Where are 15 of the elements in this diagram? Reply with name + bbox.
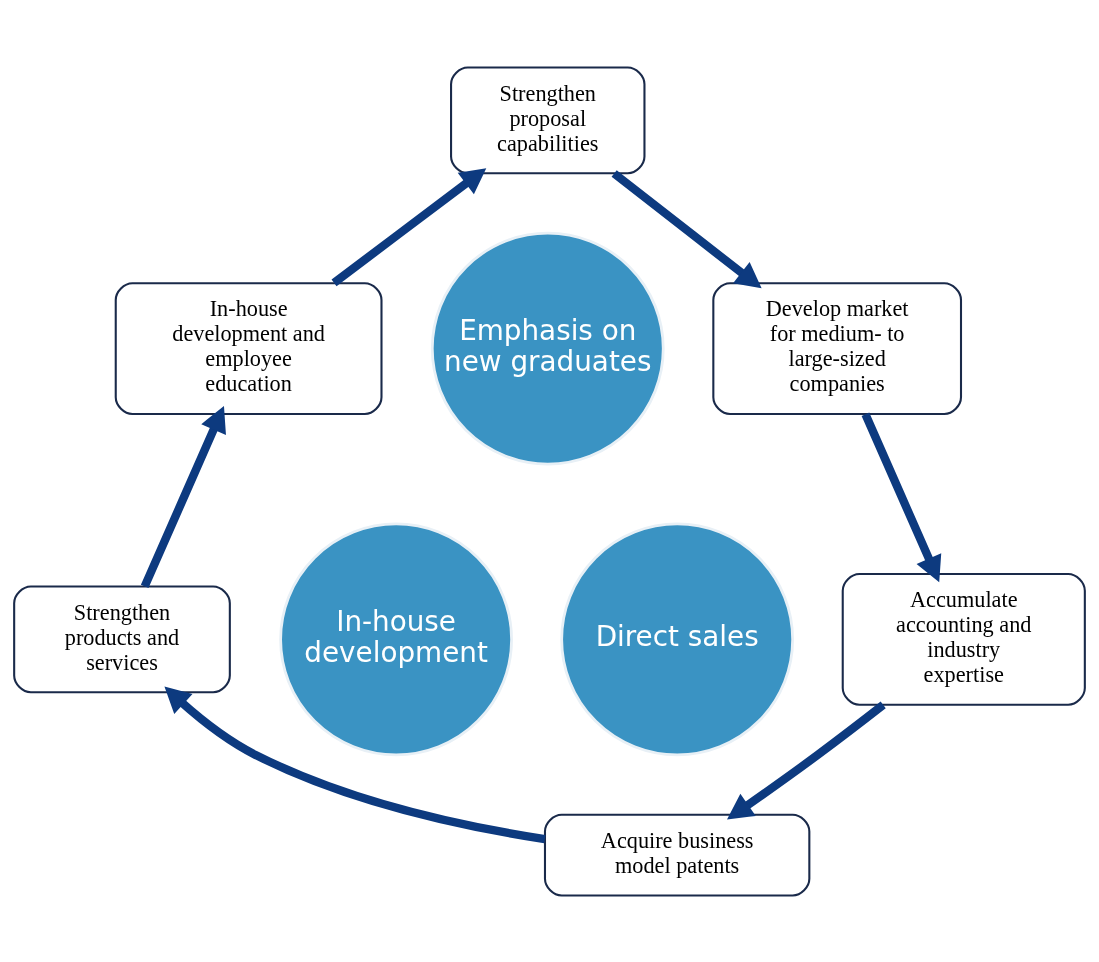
node-box: Accumulate accounting and industry expertise	[841, 572, 1086, 706]
arrow	[164, 686, 546, 843]
node-box: Strengthen products and services	[13, 585, 231, 693]
arrow	[861, 412, 942, 582]
node-box: Acquire business model patents	[543, 813, 811, 896]
node-box: In-house development and employee education	[114, 281, 383, 415]
arrow	[727, 701, 886, 820]
arrow	[331, 167, 487, 286]
node-box: Develop market for medium- to large-sized companies	[712, 281, 963, 415]
node-circle: Direct sales	[560, 522, 795, 756]
node-circle: In-house development	[279, 522, 513, 756]
node-box: Strengthen proposal capabilities	[450, 66, 646, 174]
node-circle: Emphasis on new graduates	[430, 231, 665, 465]
arrow	[611, 169, 762, 288]
arrow	[140, 405, 226, 588]
